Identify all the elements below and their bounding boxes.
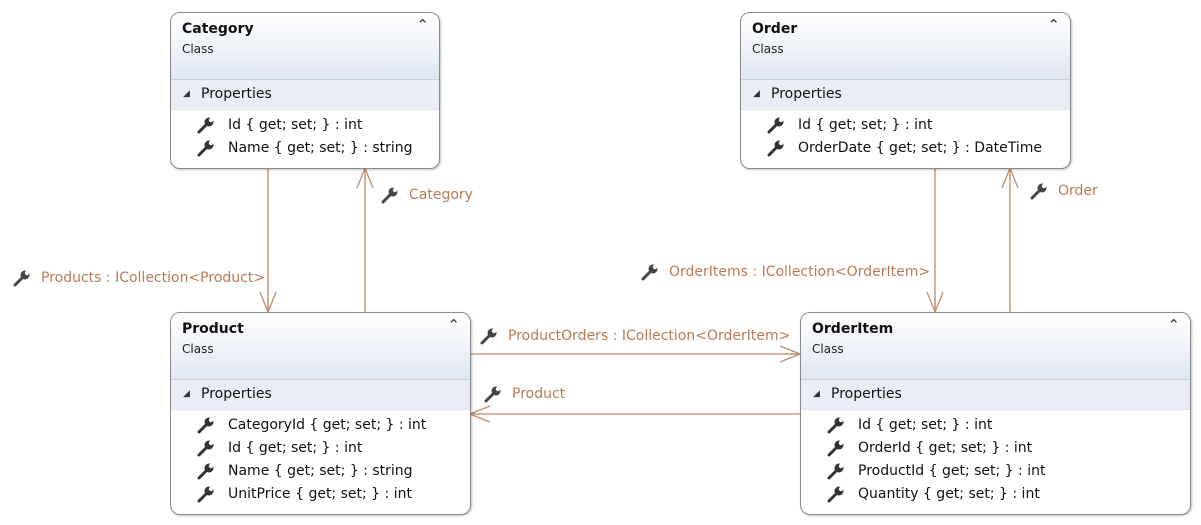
property-row[interactable]: ProductId { get; set; } : int: [801, 460, 1190, 483]
class-header: Order Class ⌃: [741, 13, 1070, 80]
wrench-icon: [484, 386, 501, 403]
property-text: CategoryId { get; set; } : int: [228, 417, 427, 433]
class-name: Category: [182, 21, 254, 37]
assoc-label-text: Product: [512, 386, 566, 402]
section-label: Properties: [771, 86, 842, 102]
property-row[interactable]: Name { get; set; } : string: [171, 460, 470, 483]
class-kind: Class: [182, 42, 214, 56]
wrench-icon: [13, 270, 30, 287]
wrench-icon: [197, 486, 214, 503]
class-product[interactable]: Product Class ⌃ ◢ Properties CategoryId …: [170, 312, 471, 515]
property-row[interactable]: OrderDate { get; set; } : DateTime: [741, 137, 1070, 160]
assoc-label-text: ProductOrders : ICollection<OrderItem>: [508, 328, 791, 344]
wrench-icon: [827, 463, 844, 480]
class-name: Order: [752, 21, 798, 37]
triangle-down-icon[interactable]: ◢: [753, 89, 760, 99]
section-label: Properties: [201, 86, 272, 102]
property-row[interactable]: Id { get; set; } : int: [741, 114, 1070, 137]
assoc-label-text: Category: [409, 187, 473, 203]
property-row[interactable]: CategoryId { get; set; } : int: [171, 414, 470, 437]
property-text: Quantity { get; set; } : int: [858, 486, 1040, 502]
wrench-icon: [197, 140, 214, 157]
property-text: OrderId { get; set; } : int: [858, 440, 1033, 456]
class-category[interactable]: Category Class ⌃ ◢ Properties Id { get; …: [170, 12, 440, 169]
class-name: OrderItem: [812, 321, 894, 337]
property-text: Id { get; set; } : int: [858, 417, 993, 433]
property-row[interactable]: OrderId { get; set; } : int: [801, 437, 1190, 460]
property-text: Id { get; set; } : int: [228, 440, 363, 456]
chevron-up-double-icon[interactable]: ⌃: [416, 16, 429, 34]
wrench-icon: [197, 440, 214, 457]
class-kind: Class: [752, 42, 784, 56]
wrench-icon: [827, 417, 844, 434]
wrench-icon: [1030, 183, 1047, 200]
class-header: OrderItem Class ⌃: [801, 313, 1190, 380]
wrench-icon: [381, 187, 398, 204]
properties-section[interactable]: ◢ Properties: [741, 80, 1070, 110]
assoc-label-text: OrderItems : ICollection<OrderItem>: [669, 264, 931, 280]
class-header: Category Class ⌃: [171, 13, 439, 80]
wrench-icon: [641, 264, 658, 281]
wrench-icon: [767, 140, 784, 157]
property-row[interactable]: Id { get; set; } : int: [171, 437, 470, 460]
property-text: ProductId { get; set; } : int: [858, 463, 1046, 479]
property-text: UnitPrice { get; set; } : int: [228, 486, 412, 502]
property-row[interactable]: UnitPrice { get; set; } : int: [171, 483, 470, 506]
class-orderitem[interactable]: OrderItem Class ⌃ ◢ Properties Id { get;…: [800, 312, 1191, 515]
wrench-icon: [767, 117, 784, 134]
properties-section[interactable]: ◢ Properties: [801, 380, 1190, 410]
section-label: Properties: [831, 386, 902, 402]
property-text: OrderDate { get; set; } : DateTime: [798, 140, 1043, 156]
property-row[interactable]: Name { get; set; } : string: [171, 137, 439, 160]
wrench-icon: [480, 328, 497, 345]
triangle-down-icon[interactable]: ◢: [183, 89, 190, 99]
property-text: Name { get; set; } : string: [228, 140, 413, 156]
wrench-icon: [197, 417, 214, 434]
wrench-icon: [197, 463, 214, 480]
properties-section[interactable]: ◢ Properties: [171, 380, 470, 410]
property-text: Id { get; set; } : int: [228, 117, 363, 133]
property-row[interactable]: Id { get; set; } : int: [801, 414, 1190, 437]
chevron-up-double-icon[interactable]: ⌃: [447, 316, 460, 334]
property-text: Name { get; set; } : string: [228, 463, 413, 479]
class-order[interactable]: Order Class ⌃ ◢ Properties Id { get; set…: [740, 12, 1071, 169]
properties-section[interactable]: ◢ Properties: [171, 80, 439, 110]
class-kind: Class: [812, 342, 844, 356]
assoc-label-text: Order: [1058, 183, 1098, 199]
property-text: Id { get; set; } : int: [798, 117, 933, 133]
class-kind: Class: [182, 342, 214, 356]
class-name: Product: [182, 321, 244, 337]
property-row[interactable]: Quantity { get; set; } : int: [801, 483, 1190, 506]
property-row[interactable]: Id { get; set; } : int: [171, 114, 439, 137]
triangle-down-icon[interactable]: ◢: [183, 389, 190, 399]
chevron-up-double-icon[interactable]: ⌃: [1167, 316, 1180, 334]
section-label: Properties: [201, 386, 272, 402]
wrench-icon: [197, 117, 214, 134]
wrench-icon: [827, 440, 844, 457]
wrench-icon: [827, 486, 844, 503]
chevron-up-double-icon[interactable]: ⌃: [1047, 16, 1060, 34]
triangle-down-icon[interactable]: ◢: [813, 389, 820, 399]
assoc-label-text: Products : ICollection<Product>: [41, 270, 266, 286]
class-header: Product Class ⌃: [171, 313, 470, 380]
